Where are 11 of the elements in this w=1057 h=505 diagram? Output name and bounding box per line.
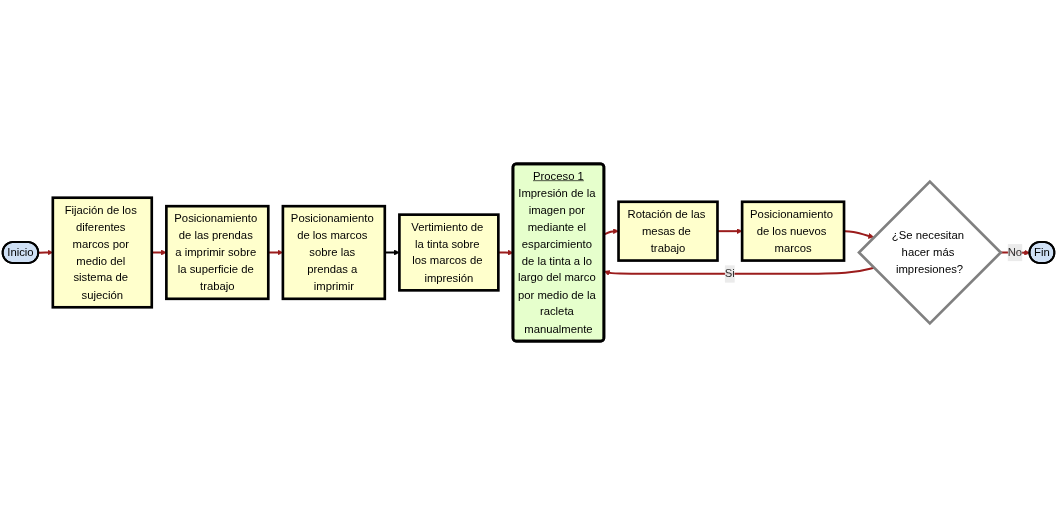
arrow [604,266,875,276]
node-box: Vertimiento de la tinta sobre los marcos de impresión [398,213,500,292]
node-box: Fijación de los diferentes marcos por medio del sistema de sujeción [51,196,154,309]
node-box: Posicionamiento de los marcos sobre las prendas a imprimir [281,204,387,301]
node-box: Posicionamiento de las prendas a imprimir sobre la superficie de trabajo [165,204,270,301]
node-box: Rotación de las mesas de trabajo [617,200,719,262]
arrow [603,228,619,236]
edge-label: Si [724,267,735,280]
node-diamond: ¿Se necesitan hacer más impresiones? [857,179,1003,326]
edge-label: No [1007,246,1023,259]
node-box: Posicionamiento de los nuevos marcos [740,200,846,262]
